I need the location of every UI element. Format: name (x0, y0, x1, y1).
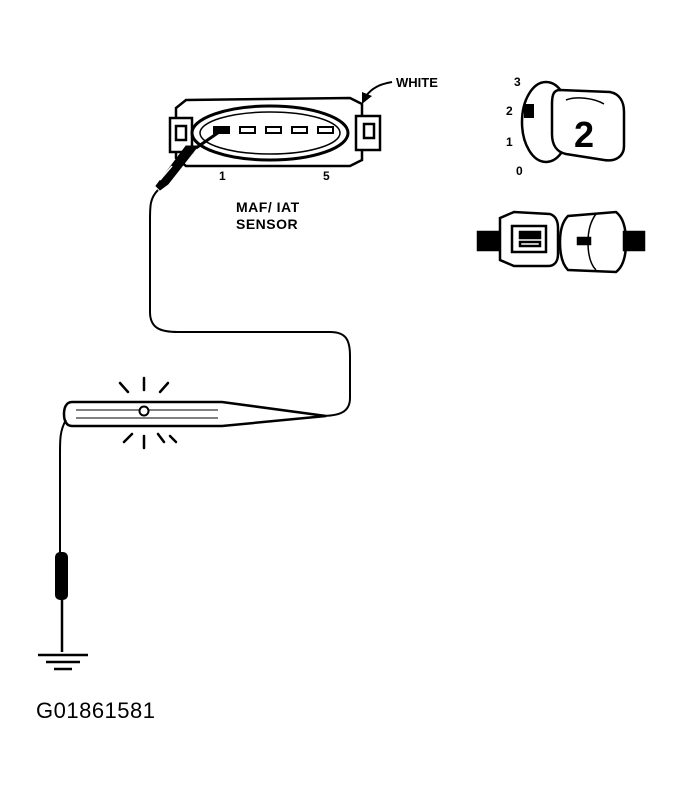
test-light (62, 400, 327, 428)
white-leader-arrow (362, 81, 393, 104)
ignition-position-1: 1 (506, 135, 513, 149)
ignition-position-2: 2 (506, 104, 513, 118)
ground-lead-wire (59, 419, 67, 556)
back-probe (155, 128, 223, 191)
light-glow-rays (118, 376, 178, 450)
connector-detail (476, 210, 646, 274)
ignition-position-0: 0 (516, 164, 523, 178)
ground-probe (55, 552, 68, 652)
sensor-subtitle-label: SENSOR (236, 216, 298, 232)
pin-5-label: 5 (323, 169, 330, 183)
ignition-key-number: 2 (574, 114, 594, 155)
ground-symbol-icon (38, 653, 88, 671)
pin-1-label: 1 (219, 169, 226, 183)
connector-color-label: WHITE (396, 75, 438, 90)
maf-iat-connector (168, 96, 382, 168)
ignition-switch: 3 2 1 0 2 (506, 75, 626, 178)
ignition-key-icon (550, 88, 626, 162)
sensor-name-label: MAF/ IAT (236, 199, 300, 215)
test-lead-wire (149, 189, 351, 417)
figure-id: G01861581 (36, 698, 156, 723)
ignition-position-3: 3 (514, 75, 521, 89)
